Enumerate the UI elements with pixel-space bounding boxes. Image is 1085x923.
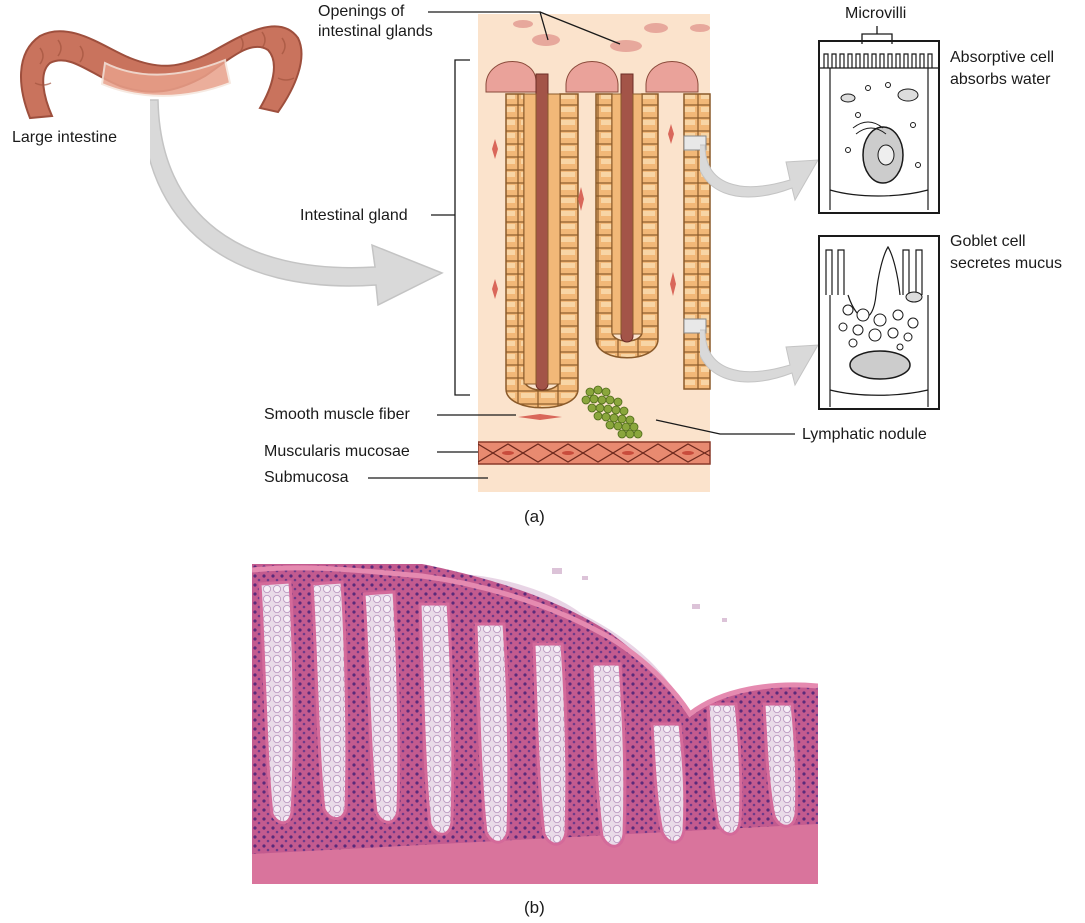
label-smooth-muscle-fiber: Smooth muscle fiber [264,406,410,423]
lymphatic-nodule-cells [581,385,643,439]
label-microvilli: Microvilli [845,5,907,22]
label-submucosa: Submucosa [264,469,349,486]
zoom-arrow [150,99,444,307]
label-goblet-line2: secretes mucus [950,255,1063,272]
label-lymphatic-nodule: Lymphatic nodule [802,426,927,443]
large-intestine-illustration [20,25,303,120]
label-openings-line1: Openings of [318,3,405,20]
goblet-cell-diagram [818,235,940,410]
colon-wall-section [478,14,711,492]
label-absorptive-line2: absorbs water [950,71,1051,88]
absorptive-cell-diagram [818,40,940,214]
label-openings-line2: intestinal glands [318,23,433,40]
panel-a-caption: (a) [524,507,545,526]
cell-detail-arrows [700,144,819,387]
crypts [258,580,799,848]
label-muscularis-mucosae: Muscularis mucosae [264,443,410,460]
label-goblet-line1: Goblet cell [950,233,1026,250]
label-intestinal-gland: Intestinal gland [300,207,408,224]
label-absorptive-line1: Absorptive cell [950,49,1055,66]
histology-micrograph [252,564,818,884]
panel-b-caption: (b) [524,898,545,917]
label-large-intestine: Large intestine [12,129,117,146]
